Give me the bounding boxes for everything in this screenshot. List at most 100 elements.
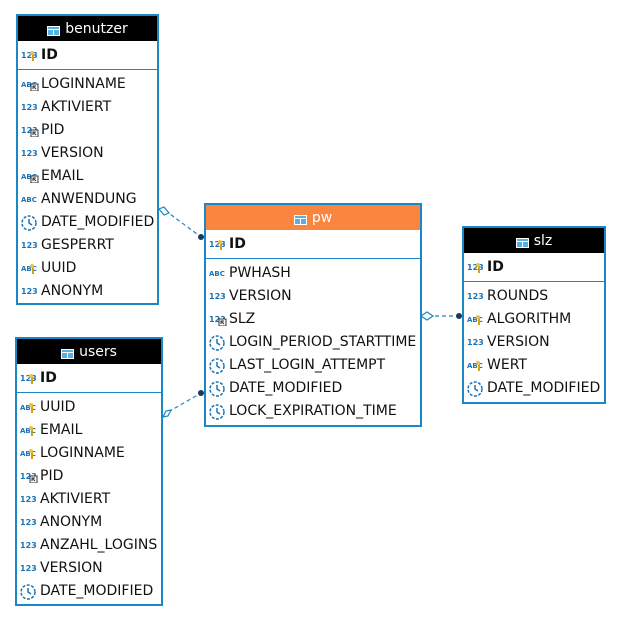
numeric-type-icon: 123: [21, 48, 40, 62]
pw-column-lock-expiration-time[interactable]: LOCK_EXPIRATION_TIME: [206, 399, 420, 422]
numeric-type-icon: 123: [20, 492, 39, 506]
text-type-icon: ABC: [20, 446, 39, 460]
svg-text:123: 123: [209, 240, 226, 249]
pw-column-last-login-attempt[interactable]: LAST_LOGIN_ATTEMPT: [206, 353, 420, 376]
entity-title: slz: [533, 232, 553, 249]
numeric-type-icon: 123: [467, 335, 486, 349]
column-name: LOCK_EXPIRATION_TIME: [229, 402, 397, 419]
numeric-type-icon: 123: [209, 312, 228, 326]
text-type-icon: ABC: [467, 358, 486, 372]
pw-header[interactable]: pw: [206, 205, 420, 230]
column-name: SLZ: [229, 310, 256, 327]
benutzer-header[interactable]: benutzer: [18, 16, 157, 41]
text-type-icon: ABC: [209, 266, 228, 280]
text-type-icon: ABC: [21, 169, 40, 183]
text-type-icon: ABC: [21, 77, 40, 91]
column-name: ANZAHL_LOGINS: [40, 536, 158, 553]
svg-text:ABC: ABC: [20, 450, 36, 458]
users-column-email[interactable]: ABC EMAIL: [17, 418, 161, 441]
svg-text:123: 123: [467, 263, 484, 272]
benutzer-diamond: [158, 206, 170, 216]
column-name: ALGORITHM: [487, 310, 572, 327]
numeric-type-icon: 123: [21, 146, 40, 160]
svg-text:ABC: ABC: [467, 316, 483, 324]
column-name: AKTIVIERT: [41, 98, 112, 115]
slz-column-algorithm[interactable]: ABC ALGORITHM: [464, 307, 604, 330]
column-name: LOGIN_PERIOD_STARTTIME: [229, 333, 417, 350]
numeric-type-icon: 123: [20, 538, 39, 552]
datetime-type-icon: [20, 583, 39, 600]
column-name: UUID: [40, 398, 76, 415]
benutzer-column-date-modified[interactable]: DATE_MODIFIED: [18, 210, 157, 233]
pw-diamond: [419, 311, 435, 321]
users-column-date-modified[interactable]: DATE_MODIFIED: [17, 579, 161, 602]
slz-header[interactable]: slz: [464, 228, 604, 253]
svg-text:123: 123: [209, 292, 226, 301]
slz-column-date-modified[interactable]: DATE_MODIFIED: [464, 376, 604, 399]
column-name: VERSION: [229, 287, 292, 304]
svg-text:ABC: ABC: [209, 270, 225, 278]
svg-text:123: 123: [21, 149, 38, 158]
svg-text:123: 123: [21, 287, 38, 296]
svg-text:ABC: ABC: [20, 427, 36, 435]
column-name: DATE_MODIFIED: [229, 379, 343, 396]
text-type-icon: ABC: [20, 423, 39, 437]
datetime-type-icon: [209, 334, 228, 351]
numeric-type-icon: 123: [21, 238, 40, 252]
column-name: WERT: [487, 356, 527, 373]
svg-text:ABC: ABC: [21, 196, 37, 204]
column-name: EMAIL: [40, 421, 83, 438]
numeric-type-icon: 123: [467, 289, 486, 303]
text-type-icon: ABC: [20, 400, 39, 414]
svg-text:123: 123: [21, 126, 38, 135]
pw-column-date-modified[interactable]: DATE_MODIFIED: [206, 376, 420, 399]
relation-benutzer-pw: [157, 208, 202, 238]
svg-text:123: 123: [20, 541, 37, 550]
pw-column-login-period-starttime[interactable]: LOGIN_PERIOD_STARTTIME: [206, 330, 420, 353]
svg-text:ABC: ABC: [21, 81, 37, 89]
column-name: ANONYM: [41, 282, 104, 299]
users-header[interactable]: users: [17, 339, 161, 364]
column-name: ANONYM: [40, 513, 103, 530]
table-icon: [61, 347, 75, 359]
svg-text:123: 123: [467, 338, 484, 347]
column-name: ID: [487, 259, 504, 275]
svg-text:123: 123: [21, 241, 38, 250]
pw-endpoint-benutzer: [198, 234, 204, 240]
